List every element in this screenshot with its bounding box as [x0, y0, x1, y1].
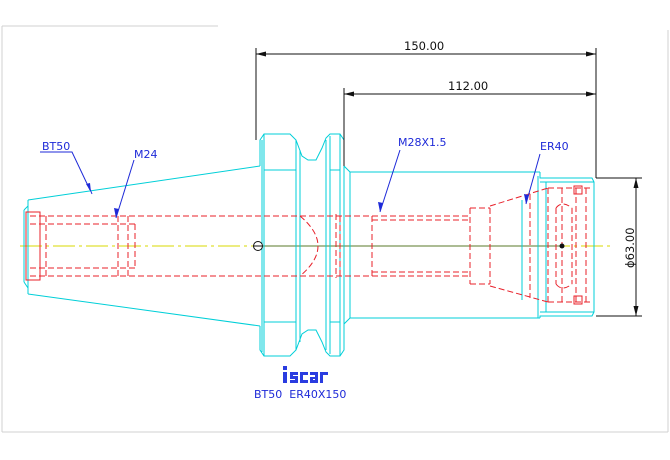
dimension-arrows: [256, 51, 639, 316]
collet-slots: [25, 185, 583, 305]
dim-diameter: ϕ63.00: [623, 227, 637, 268]
dim-length-to-nut: 112.00: [448, 79, 488, 93]
center-markers: [253, 241, 565, 251]
label-collet: ER40: [540, 140, 569, 153]
dimension-lines: [255, 48, 642, 317]
label-taper: BT50: [42, 140, 70, 153]
label-thread-m28: M28X1.5: [398, 136, 447, 149]
holder-outline: [23, 133, 595, 357]
hidden-lines: [30, 187, 592, 303]
product-code: BT50 ER40X150: [254, 388, 346, 401]
leaders: [40, 149, 541, 219]
label-thread-m24: M24: [134, 148, 158, 161]
leader-arrows: [86, 183, 529, 218]
dim-overall-length: 150.00: [404, 39, 444, 53]
sheet-border: [1, 25, 669, 433]
iscar-logo: [283, 366, 328, 383]
